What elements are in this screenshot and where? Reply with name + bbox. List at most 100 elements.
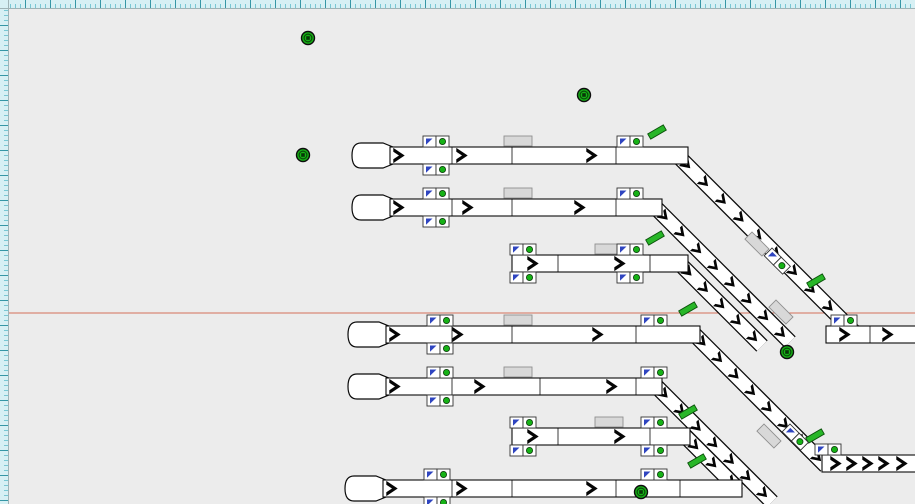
control-unit[interactable] [423,468,451,481]
direction-chevron-icon [592,326,604,343]
direction-chevron-icon [574,199,586,216]
name-plate[interactable] [756,423,782,449]
blue-flag-icon [513,246,520,253]
control-unit[interactable] [426,314,454,327]
route-indicator-bar[interactable] [805,428,825,444]
green-lamp-icon [656,369,664,376]
control-unit[interactable] [426,342,454,355]
name-plate[interactable] [768,299,794,325]
blue-flag-icon [426,166,433,173]
track-section[interactable] [347,373,663,400]
diagonal-track-section[interactable] [650,380,778,504]
control-unit[interactable] [422,135,450,148]
control-unit[interactable] [781,423,810,451]
control-unit[interactable] [640,416,668,429]
signal-lamp[interactable] [300,30,316,46]
direction-chevron-icon [696,280,708,292]
green-lamp-icon [830,446,838,453]
control-unit-left-cell [830,314,845,327]
track-section[interactable] [351,142,689,169]
track-section[interactable] [344,475,743,502]
track-surface [389,146,689,165]
buffer-stop [347,321,390,348]
control-unit[interactable] [814,443,842,456]
track-section[interactable] [347,321,701,348]
name-plate[interactable] [503,314,533,326]
diagonal-track-section[interactable] [672,150,862,340]
direction-chevron-icon [706,436,718,448]
direction-chevron-icon [732,210,744,222]
control-unit[interactable] [640,314,668,327]
buffer-stop [351,142,394,169]
track-section[interactable] [351,194,663,221]
direction-chevron-icon [456,480,468,497]
track-section[interactable] [511,427,691,446]
direction-chevron-icon [606,378,618,395]
route-indicator-bar[interactable] [645,230,665,246]
control-unit[interactable] [640,444,668,457]
diagonal-track-section[interactable] [674,258,768,352]
green-lamp-icon [632,274,640,281]
control-unit[interactable] [426,394,454,407]
route-indicator-bar[interactable] [678,404,698,420]
direction-chevron-icon [714,192,726,204]
name-plate[interactable] [744,231,770,257]
track-surface [385,325,701,344]
control-unit[interactable] [509,444,537,457]
signal-lamp[interactable] [576,87,592,103]
control-unit-left-cell [616,243,631,256]
control-unit-left-cell [509,416,524,429]
track-section[interactable] [821,454,915,473]
green-lamp-icon [438,190,446,197]
signal-lamp[interactable] [633,484,649,500]
direction-chevron-icon [773,325,786,338]
control-unit[interactable] [509,271,537,284]
signal-lamp[interactable] [779,344,795,360]
name-plate[interactable] [594,416,624,428]
direction-chevron-icon [729,313,741,325]
control-unit[interactable] [830,314,858,327]
direction-chevron-icon [760,400,772,412]
route-indicator-bar[interactable] [678,301,698,317]
direction-chevron-icon [452,326,464,343]
track-section[interactable] [825,325,915,344]
control-unit[interactable] [616,187,644,200]
control-unit[interactable] [763,247,792,275]
direction-chevron-icon [830,455,842,472]
green-lamp-icon [438,166,446,173]
control-unit[interactable] [509,243,537,256]
direction-chevron-icon [462,199,474,216]
control-unit[interactable] [422,163,450,176]
signal-lamp[interactable] [295,147,311,163]
direction-chevron-icon [846,455,858,472]
control-unit[interactable] [422,187,450,200]
diagonal-track-section[interactable] [650,202,796,348]
name-plate[interactable] [503,135,533,147]
direction-chevron-icon [614,428,626,445]
control-unit[interactable] [509,416,537,429]
route-indicator-bar[interactable] [687,453,707,469]
name-plate[interactable] [503,187,533,199]
name-plate[interactable] [503,366,533,378]
direction-chevron-icon [586,480,598,497]
green-lamp-icon [632,138,640,145]
direction-chevron-icon [722,452,734,464]
track-section[interactable] [511,254,689,273]
control-unit-left-cell [422,215,437,228]
blue-flag-icon [785,427,795,433]
control-unit[interactable] [423,496,451,504]
control-unit[interactable] [616,271,644,284]
control-unit-left-cell [616,135,631,148]
control-unit[interactable] [616,135,644,148]
control-unit[interactable] [426,366,454,379]
direction-chevron-icon [821,299,833,311]
route-indicator-bar[interactable] [806,273,826,289]
control-unit[interactable] [422,215,450,228]
control-unit[interactable] [616,243,644,256]
control-unit-left-cell [814,443,829,456]
route-indicator-bar[interactable] [647,124,667,140]
control-unit[interactable] [640,468,668,481]
control-unit[interactable] [640,366,668,379]
direction-chevron-icon [713,297,725,309]
